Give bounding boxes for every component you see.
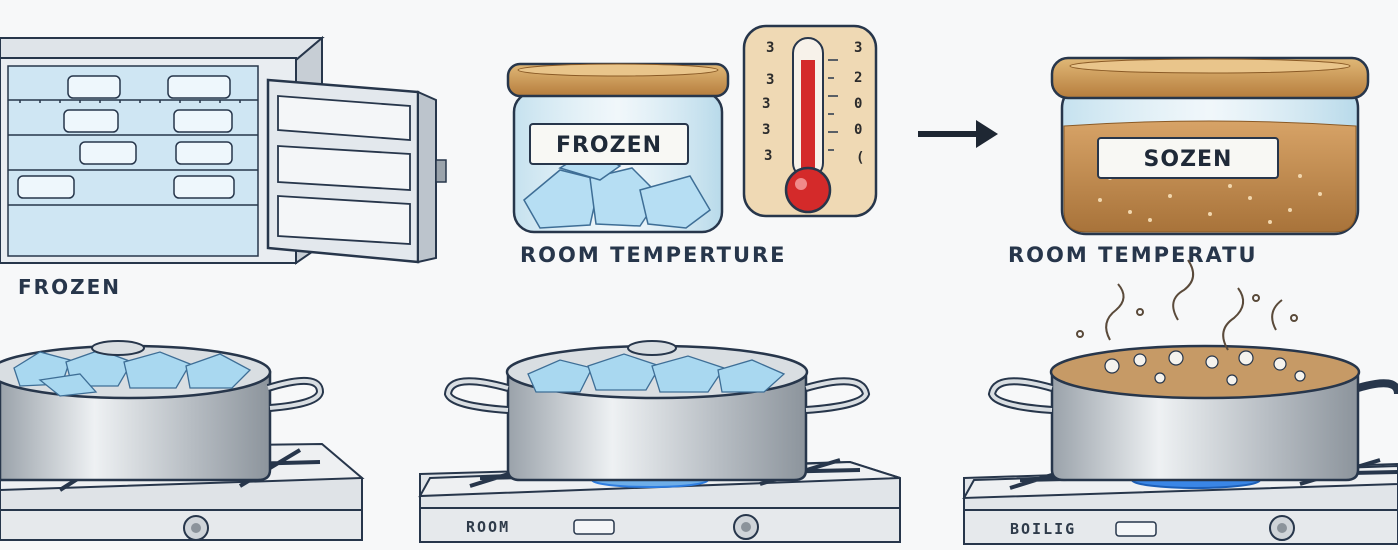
thermometer-tick: 0 [854,96,862,112]
thawed-jar-caption: ROOM TEMPERATU [1008,243,1258,267]
thermometer-tick: 2 [854,70,862,86]
thawed-jar-icon: SOZEN [1052,58,1368,234]
stove-label-room: ROOM [466,518,510,536]
thermometer-tick: 3 [854,40,862,56]
frozen-jar-icon: FROZEN [508,64,728,232]
frozen-jar-label: FROZEN [556,133,662,158]
thermometer-tick: 3 [764,148,772,164]
frozen-jar-caption: ROOM TEMPERTURE [520,243,787,267]
freezer-caption: FROZEN [18,275,121,299]
pot-icon [992,346,1398,480]
thermometer-icon: 3 3 3 3 3 3 2 0 0 ( [744,26,876,216]
thermometer-tick: 3 [762,122,770,138]
thermometer-tick: 3 [762,96,770,112]
freezer-icon [0,38,446,263]
stove-label-boiling: BOILIG [1010,520,1076,538]
thermometer-tick: 3 [766,40,774,56]
thermometer-tick: 0 [854,122,862,138]
thermometer-tick: ( [856,150,864,166]
thermometer-tick: 3 [766,72,774,88]
thawed-jar-label: SOZEN [1144,147,1233,172]
pot-icon [448,341,866,480]
steam-icon [1077,260,1297,350]
arrow-right-icon [918,120,998,148]
